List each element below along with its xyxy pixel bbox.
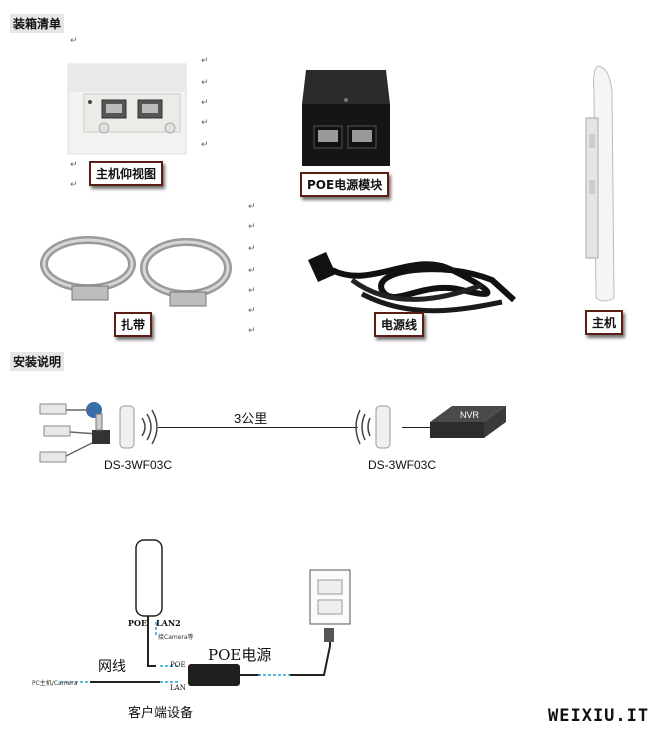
client-device-label: 客户端设备 <box>128 706 194 721</box>
caption-poe-module: POE电源模块 <box>300 172 390 197</box>
link-line <box>158 427 358 428</box>
wiring-diagram <box>60 539 351 686</box>
caption-host-bottom-view: 主机仰视图 <box>89 161 164 186</box>
paragraph-mark: ↵ <box>201 140 209 150</box>
left-bridge-icon <box>119 405 158 449</box>
paragraph-mark: ↵ <box>70 180 78 190</box>
caption-power-cord: 电源线 <box>374 312 425 337</box>
paragraph-mark: ↵ <box>248 244 256 254</box>
poe-supply-label: POE电源 <box>208 646 272 664</box>
install-guide-heading: 安装说明 <box>10 352 65 371</box>
paragraph-mark: ↵ <box>201 98 209 108</box>
pc-camera-label: PC主机/Camera <box>32 680 78 687</box>
paragraph-mark: ↵ <box>248 286 256 296</box>
paragraph-mark: ↵ <box>248 222 256 232</box>
caption-clamp: 扎带 <box>114 312 153 337</box>
left-device-label: DS-3WF03C <box>104 458 173 472</box>
cameras-image <box>39 402 110 463</box>
right-bridge-icon <box>355 405 391 449</box>
power-cord-image <box>308 252 517 314</box>
paragraph-mark: ↵ <box>248 326 256 336</box>
camera-note: 接Camera等 <box>158 634 194 641</box>
poe-module-image <box>302 70 390 166</box>
distance-label: 3公里 <box>234 411 268 426</box>
paragraph-mark: ↵ <box>201 78 209 88</box>
paragraph-mark: ↵ <box>201 56 209 66</box>
paragraph-mark: ↵ <box>248 306 256 316</box>
lan2-port-label: LAN2 <box>156 618 181 628</box>
host-bottom-view-image <box>67 63 187 155</box>
supply-poe-port: POE <box>170 661 186 669</box>
paragraph-mark: ↵ <box>248 202 256 212</box>
cable-label: 网线 <box>98 659 126 675</box>
clamp-image <box>40 236 232 307</box>
host-side-image <box>585 65 615 302</box>
paragraph-mark: ↵ <box>70 36 78 46</box>
poe-port-label: POE <box>128 618 148 628</box>
supply-lan-port: LAN <box>170 684 186 692</box>
nvr-label: NVR <box>460 410 480 420</box>
paragraph-mark: ↵ <box>201 118 209 128</box>
caption-host: 主机 <box>585 310 624 335</box>
paragraph-mark: ↵ <box>70 160 78 170</box>
paragraph-mark: ↵ <box>248 266 256 276</box>
right-device-label: DS-3WF03C <box>368 458 437 472</box>
watermark: WEIXIU.IT <box>548 706 650 726</box>
nvr-link <box>402 427 432 428</box>
packing-list-heading: 装箱清单 <box>10 14 65 33</box>
nvr-device: NVR <box>430 406 506 438</box>
